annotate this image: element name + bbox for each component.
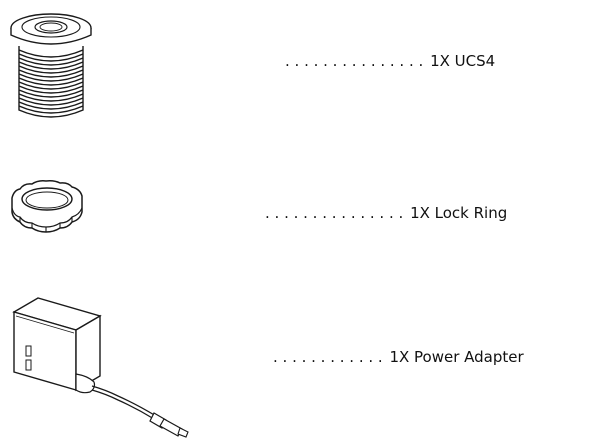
item-label-lock-ring: 1X Lock Ring [410, 204, 508, 222]
leader-dots: . . . . . . . . . . . . . . . [285, 52, 424, 70]
item-row-power-adapter: . . . . . . . . . . . . 1X Power Adapter [273, 348, 524, 366]
item-row-ucs4: . . . . . . . . . . . . . . . 1X UCS4 [285, 52, 495, 70]
ucs4-illustration [6, 6, 98, 124]
item-label-ucs4: 1X UCS4 [430, 52, 496, 70]
ucs4-device-icon [10, 13, 92, 118]
item-label-power-adapter: 1X Power Adapter [389, 348, 524, 366]
lock-ring-icon [11, 180, 83, 233]
power-adapter-illustration [6, 292, 196, 438]
leader-dots: . . . . . . . . . . . . [273, 348, 383, 366]
item-row-lock-ring: . . . . . . . . . . . . . . . 1X Lock Ri… [265, 204, 507, 222]
power-adapter-icon [12, 297, 189, 438]
leader-dots: . . . . . . . . . . . . . . . [265, 204, 404, 222]
lock-ring-illustration [8, 178, 88, 238]
